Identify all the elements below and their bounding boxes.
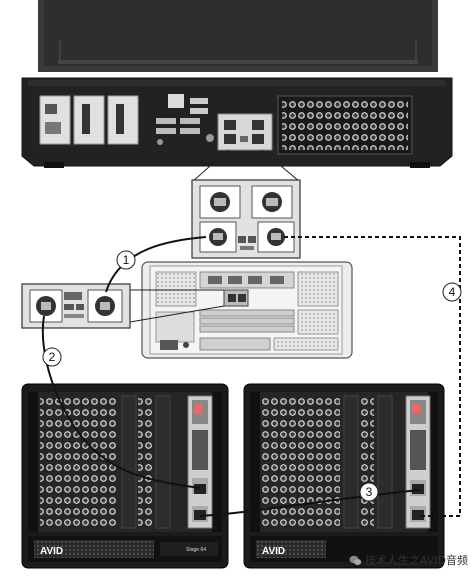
left-rack-model-label: Stage 64 <box>186 547 206 553</box>
callout-3-label: 3 <box>366 485 373 499</box>
watermark: 技术人生之AVID音频 <box>349 552 468 568</box>
callout-2: 2 <box>42 347 62 367</box>
wechat-icon <box>349 555 362 565</box>
left-rack-brand-label: AVID <box>40 546 63 557</box>
console-network-module <box>217 113 273 151</box>
engine-unit <box>141 261 353 359</box>
cable-4 <box>284 236 461 517</box>
watermark-text: 技术人生之AVID音频 <box>364 554 468 567</box>
console-audio-io <box>277 95 413 155</box>
engine-network-zoom-panel <box>21 283 131 329</box>
console-control-ports <box>156 94 214 145</box>
cable-1 <box>105 236 207 293</box>
zoom-lines-console <box>191 149 301 183</box>
callout-3: 3 <box>359 482 379 502</box>
callout-4-label: 4 <box>449 285 456 299</box>
callout-1-label: 1 <box>123 253 130 267</box>
console-network-zoom-panel <box>191 179 301 259</box>
right-rack-brand-label: AVID <box>262 546 285 557</box>
console-power-modules <box>39 95 139 145</box>
stage-rack-right <box>243 383 445 569</box>
zoom-lines-engine <box>129 289 225 323</box>
callout-1: 1 <box>116 250 136 270</box>
cable-2 <box>41 315 201 489</box>
cable-3 <box>199 489 421 517</box>
callout-2-label: 2 <box>49 350 56 364</box>
callout-4: 4 <box>442 282 462 302</box>
stage-rack-left <box>21 383 229 569</box>
